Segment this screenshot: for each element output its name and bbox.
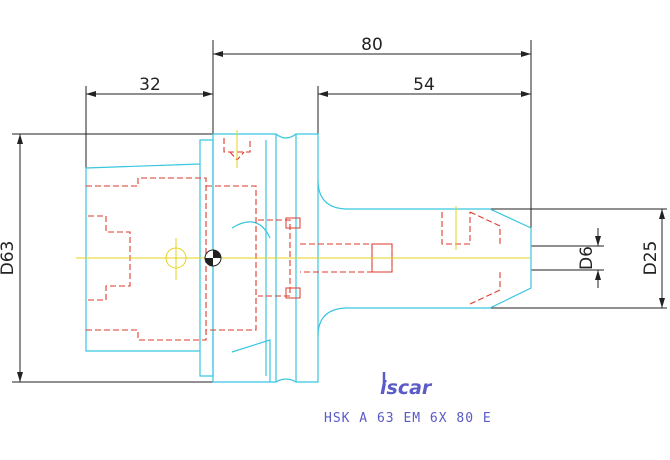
flange-outline xyxy=(212,133,319,383)
brand-logo: iscar xyxy=(380,372,433,399)
center-lines xyxy=(76,130,530,280)
hidden-lines xyxy=(86,138,501,341)
dim-projection-length: 54 xyxy=(413,75,435,95)
dim-flange-diameter: D63 xyxy=(0,241,18,276)
dim-bore-diameter: D6 xyxy=(577,246,597,270)
dimension-arrows xyxy=(17,51,665,382)
dimension-lines xyxy=(12,40,667,383)
dim-overall-length: 80 xyxy=(361,35,383,55)
dim-body-diameter: D25 xyxy=(641,241,661,276)
part-designation: HSK A 63 EM 6X 80 E xyxy=(324,411,492,426)
dim-shank-length: 32 xyxy=(139,75,161,95)
center-marker xyxy=(204,249,222,267)
brand-logo-text: iscar xyxy=(380,377,433,399)
